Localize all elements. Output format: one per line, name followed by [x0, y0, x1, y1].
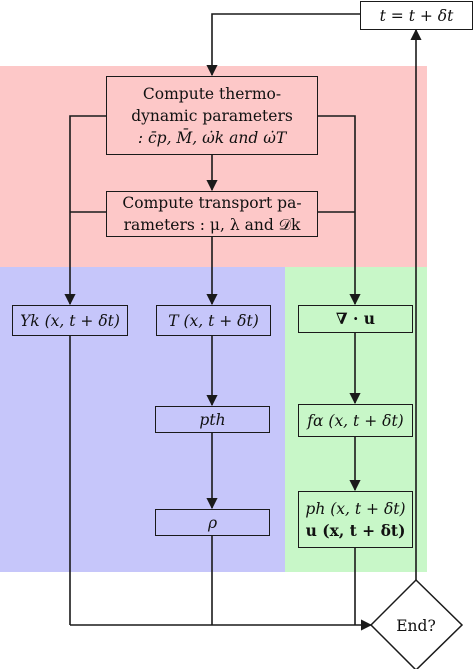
- transport-parameters-box: Compute transport pa- rameters : μ, λ an…: [106, 191, 318, 237]
- thermodynamic-pressure-box: pth: [155, 406, 270, 433]
- thermo-to-divergence-arrow: [318, 115, 361, 306]
- transport-line-2: rameters : μ, λ and 𝒟k: [123, 216, 301, 234]
- temperature-box: T (x, t + δt): [156, 305, 271, 336]
- temperature-label: T (x, t + δt): [168, 311, 259, 330]
- end-decision-label: End?: [396, 617, 436, 635]
- time-update-label: t = t + δt: [379, 6, 454, 25]
- rho-label: ρ: [207, 513, 218, 532]
- divergence-label: ∇ · u: [335, 309, 376, 328]
- thermo-line-2: dynamic parameters: [131, 106, 293, 125]
- velocity-label: u (x, t + δt): [305, 520, 406, 540]
- density-box: ρ: [155, 509, 270, 536]
- thermo-to-species-arrow: [64, 115, 106, 306]
- transport-line-1: Compute transport pa-: [122, 194, 302, 212]
- pressure-velocity-box: ph (x, t + δt) u (x, t + δt): [298, 491, 413, 548]
- thermo-parameters-box: Compute thermo- dynamic parameters : c̄p…: [106, 76, 318, 155]
- time-update-box: t = t + δt: [360, 1, 473, 30]
- end-decision-diamond: [369, 578, 464, 669]
- thermo-line-1: Compute thermo-: [142, 84, 282, 103]
- force-term-box: fα (x, t + δt): [298, 404, 413, 437]
- species-label: Yk (x, t + δt): [20, 311, 120, 330]
- loop-to-thermo-arrow: [206, 13, 360, 77]
- thermo-line-3: : c̄p, M̄, ω̇k and ω̇T: [137, 128, 287, 147]
- ph-label: ph (x, t + δt): [305, 499, 406, 518]
- pth-label: pth: [199, 410, 226, 429]
- velocity-divergence-box: ∇ · u: [298, 305, 413, 333]
- falpha-label: fα (x, t + δt): [307, 411, 404, 430]
- species-mass-fraction-box: Yk (x, t + δt): [12, 305, 128, 336]
